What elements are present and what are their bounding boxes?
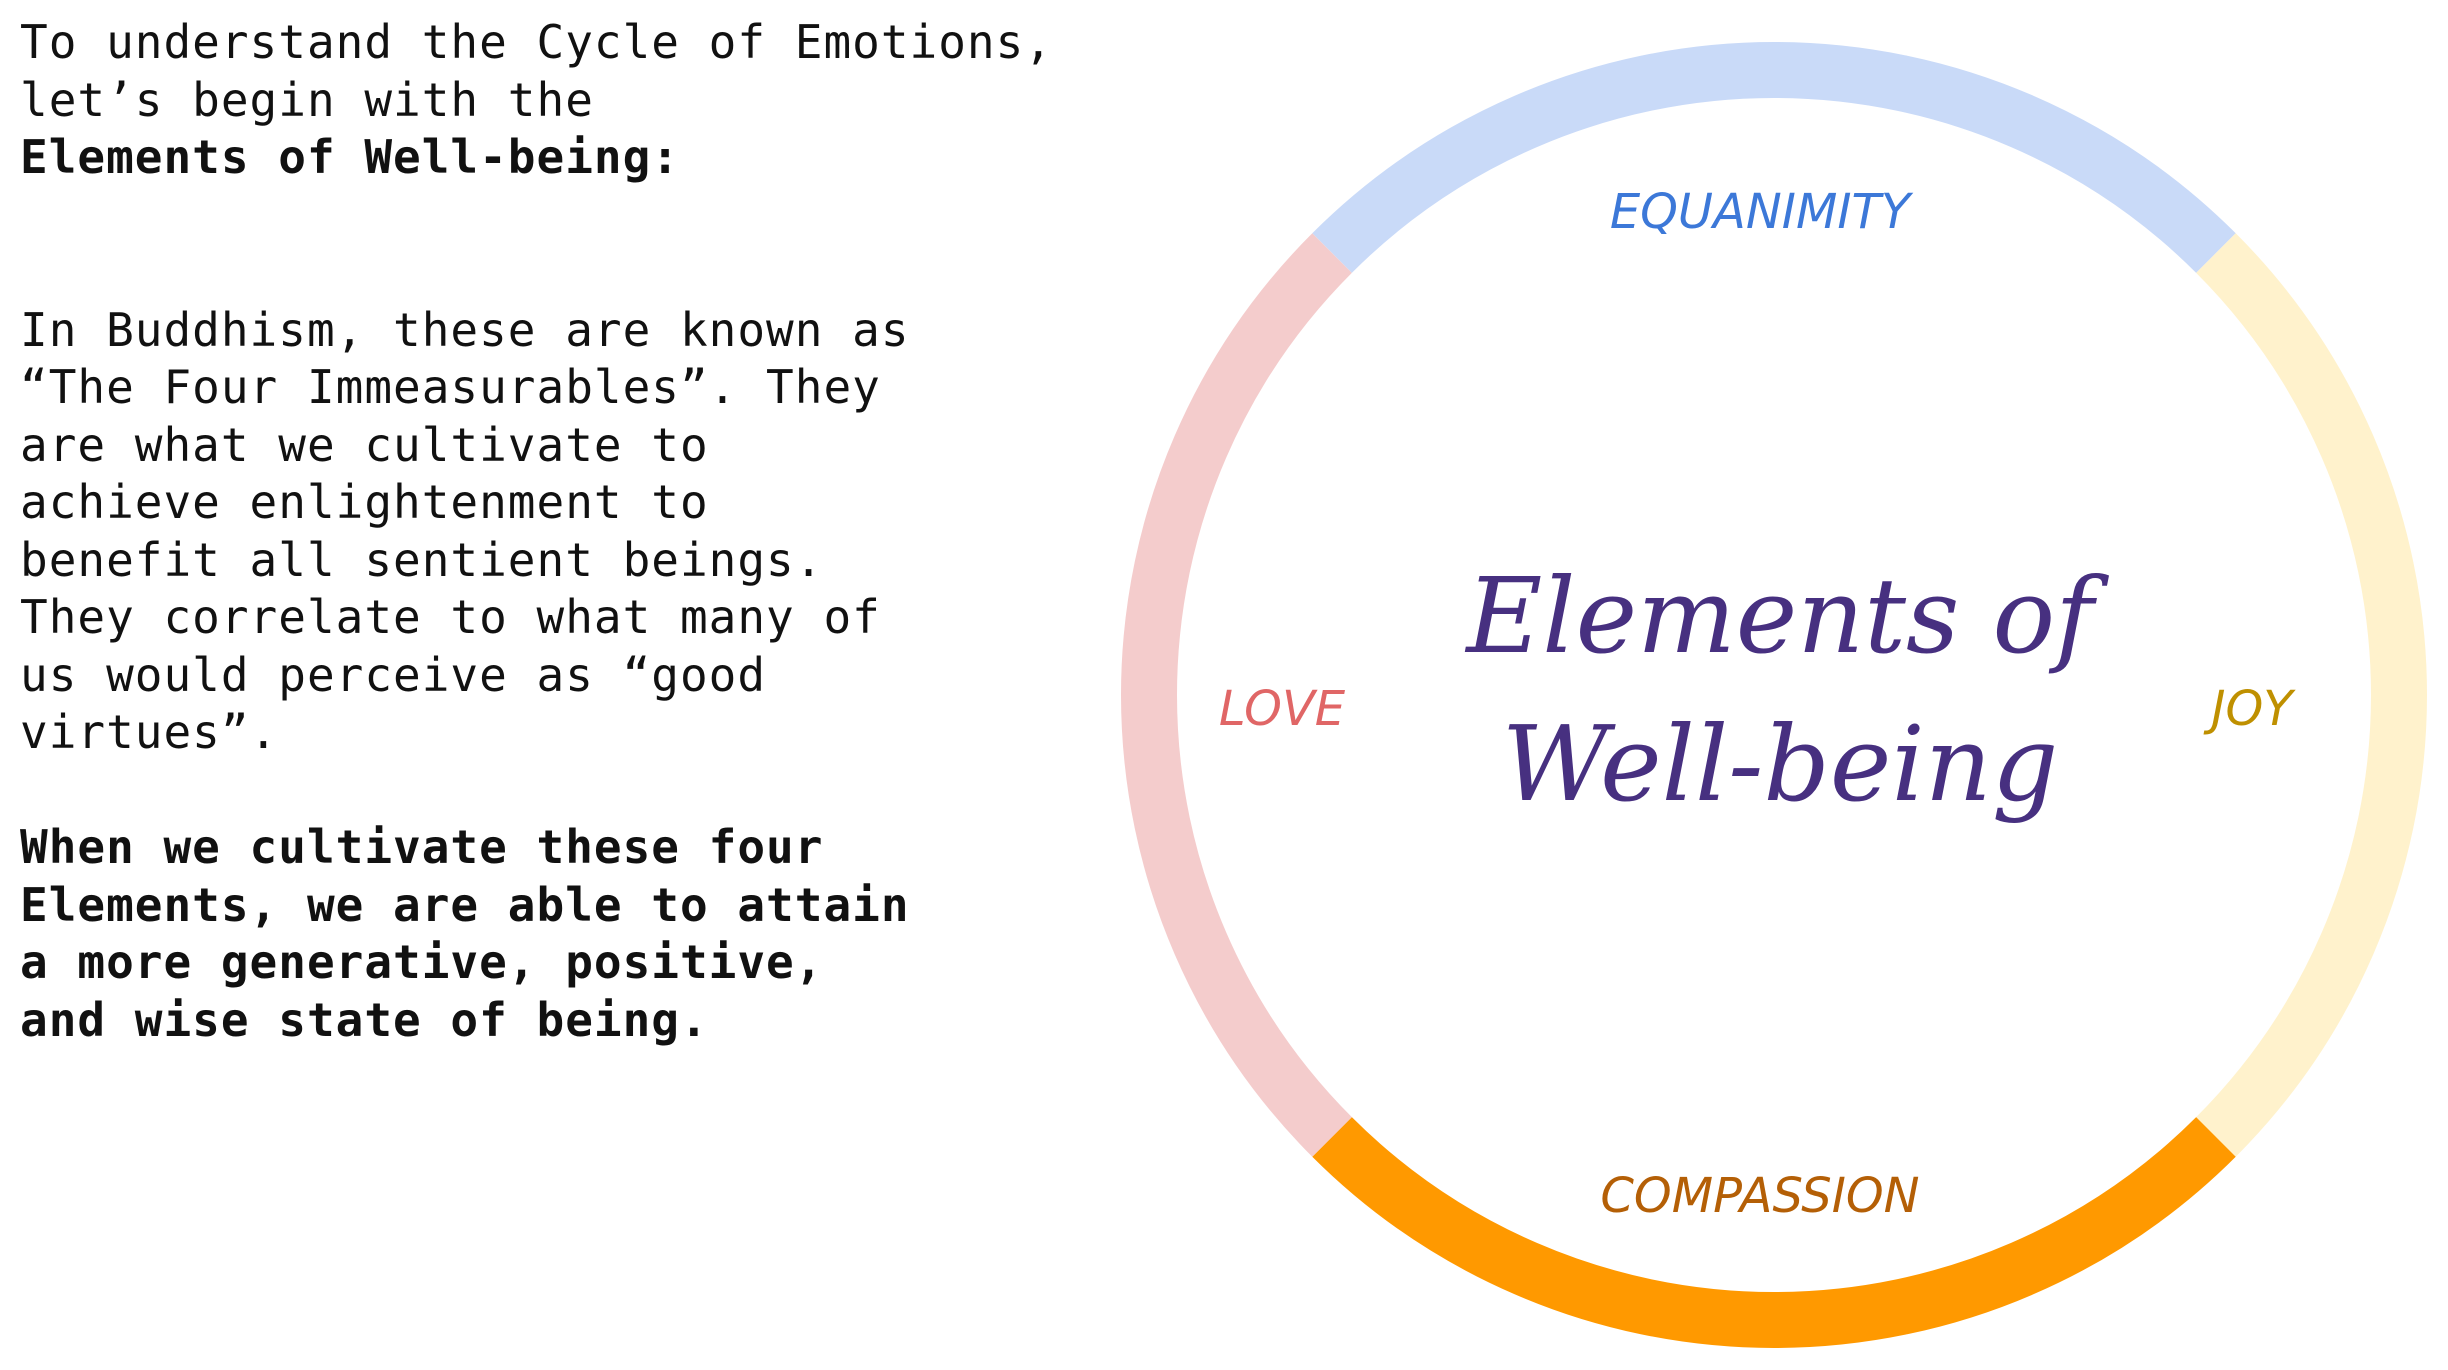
center-title-line-2: Well-being — [1502, 703, 2059, 825]
elements-diagram: EQUANIMITY JOY COMPASSION LOVE Elements … — [1100, 0, 2448, 1370]
intro-line-1: To understand the Cycle of Emotions, — [20, 15, 1053, 69]
label-love: LOVE — [1219, 681, 1346, 737]
conclusion-paragraph: When we cultivate these four Elements, w… — [20, 820, 910, 1047]
intro-heading: Elements of Well-being: — [20, 130, 680, 184]
label-joy: JOY — [2203, 681, 2296, 737]
arc-equanimity — [1312, 42, 2236, 273]
center-title-line-1: Elements of — [1464, 555, 2109, 677]
elements-ring-svg: EQUANIMITY JOY COMPASSION LOVE Elements … — [1121, 42, 2427, 1348]
text-panel: To understand the Cycle of Emotions, let… — [20, 14, 1080, 1049]
arc-compassion — [1312, 1117, 2236, 1348]
label-equanimity: EQUANIMITY — [1610, 184, 1914, 240]
arc-joy — [2196, 233, 2427, 1157]
intro-line-2: let’s begin with the — [20, 72, 594, 127]
explanation-paragraph: In Buddhism, these are known as “The Fou… — [20, 302, 910, 760]
label-compassion: COMPASSION — [1600, 1168, 1919, 1224]
arc-love — [1121, 233, 1352, 1157]
